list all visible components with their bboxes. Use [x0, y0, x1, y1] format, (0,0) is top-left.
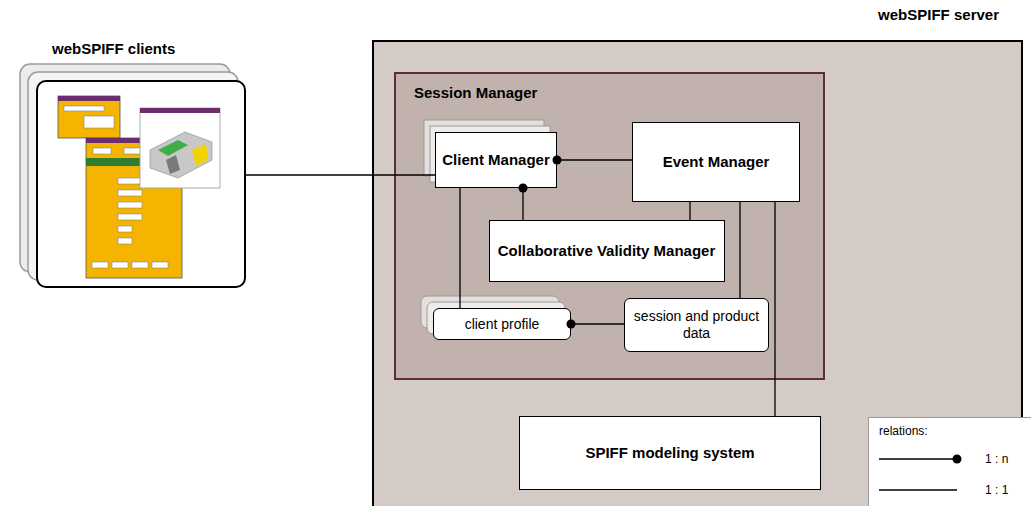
- legend-box: relations: 1 : n 1 : 1: [868, 417, 1031, 506]
- manager-box: Collaborative Validity Manager: [489, 220, 725, 282]
- sample-dot: [953, 455, 962, 464]
- box-heading: webSPIFF server: [878, 6, 999, 24]
- legend-label: 1 : 1: [985, 483, 1008, 497]
- legend-row: 1 : n: [879, 452, 1008, 466]
- legend-sample: [879, 453, 963, 465]
- box-label: client profile: [465, 316, 540, 333]
- relation-line: [774, 202, 775, 416]
- system-box: SPIFF modeling system: [519, 416, 821, 490]
- relation-line: [557, 159, 632, 160]
- box-label: Client Manager: [442, 151, 550, 169]
- data-box: session and product data: [624, 298, 769, 352]
- title-bar: [58, 96, 120, 101]
- legend-sample: [879, 484, 963, 496]
- data-box: client profile: [433, 308, 571, 340]
- legend-row: 1 : 1: [879, 483, 1008, 497]
- box-label: session and product data: [625, 308, 768, 342]
- model-part: [192, 144, 208, 166]
- box-label: Event Manager: [663, 153, 770, 171]
- relation-line: [571, 323, 624, 324]
- gui-field: [84, 116, 114, 128]
- legend-title: relations:: [879, 424, 928, 438]
- manager-box: Client Manager: [435, 132, 557, 188]
- relation-line: [522, 188, 523, 220]
- title-bar: [140, 108, 220, 113]
- relation-line: [689, 202, 690, 220]
- gui-field: [64, 106, 104, 111]
- relation-line: [739, 202, 740, 298]
- box-label: Collaborative Validity Manager: [498, 242, 716, 260]
- box-heading: webSPIFF clients: [52, 40, 175, 58]
- box-label: SPIFF modeling system: [585, 444, 754, 462]
- client-window: webSPIFF clients: [36, 80, 246, 288]
- relation-line: [459, 188, 460, 308]
- model-3d: [150, 132, 212, 178]
- box-heading: Session Manager: [414, 84, 537, 102]
- manager-box: Event Manager: [632, 122, 800, 202]
- sample-line: [879, 489, 957, 490]
- gui-window: [58, 96, 120, 138]
- model-part: [158, 140, 188, 156]
- model-part: [166, 155, 180, 174]
- view-window: [140, 108, 220, 188]
- session-manager-box: Client Manager Event ManagerCollaborative…: [394, 72, 825, 380]
- sample-line: [879, 458, 957, 459]
- legend-label: 1 : n: [985, 452, 1008, 466]
- relation-line: [246, 174, 435, 175]
